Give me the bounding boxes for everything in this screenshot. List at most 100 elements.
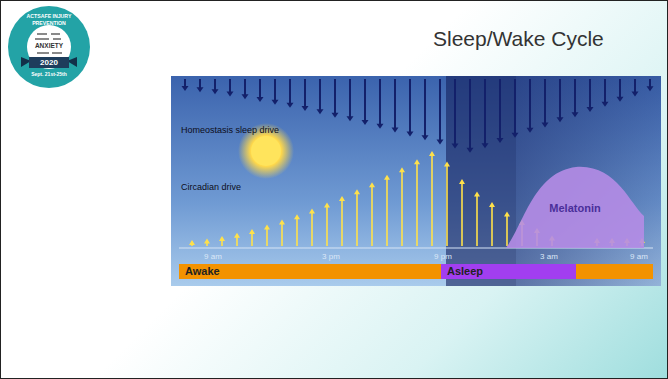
arrow-shaft: [574, 79, 576, 113]
arrow-head: [264, 224, 270, 229]
badge-center: [27, 25, 71, 69]
arrow-head: [572, 112, 579, 117]
sky-ground: [171, 76, 661, 286]
arrow-head: [602, 102, 609, 107]
asleep-bar: Asleep: [441, 264, 576, 279]
arrow-head: [279, 220, 285, 225]
arrow-shaft: [311, 213, 313, 246]
arrow-head: [617, 97, 624, 102]
arrow-shaft: [326, 206, 328, 246]
arrow-shaft: [274, 79, 276, 101]
arrow-head: [512, 133, 519, 138]
arrow-shaft: [199, 79, 201, 88]
arrow-shaft: [634, 79, 636, 93]
ribbon-tails: [21, 57, 77, 67]
arrow-shaft: [469, 79, 471, 149]
arrow-shaft: [341, 200, 343, 246]
arrow-head: [467, 148, 474, 153]
time-tick: 9 am: [204, 252, 222, 261]
sleep-drive-arrows: [182, 79, 654, 153]
dusk-band: [446, 76, 516, 286]
arrow-shaft: [446, 166, 448, 246]
arrow-head: [227, 92, 234, 97]
hormone-label: Melatonin: [516, 202, 634, 215]
melatonin-curve: [506, 167, 644, 248]
arrow-head: [302, 106, 309, 111]
arrow-head: [332, 113, 339, 118]
arrow-shaft: [296, 218, 298, 246]
arrow-shaft: [371, 186, 373, 246]
badge-ring: [8, 6, 90, 88]
arrow-shaft: [334, 79, 336, 114]
arrow-shaft: [229, 79, 231, 93]
arrow-shaft: [266, 228, 268, 246]
arrow-head: [647, 86, 654, 91]
arrow-head: [347, 116, 354, 121]
arrow-shaft: [529, 79, 531, 129]
arrow-shaft: [304, 79, 306, 107]
arrow-shaft: [589, 79, 591, 108]
arrow-head: [354, 189, 360, 194]
badge-arc-text: ACTSAFE INJURY PREVENTION: [24, 13, 74, 26]
arrow-shaft: [619, 79, 621, 98]
arrow-head: [377, 124, 384, 129]
arrow-head: [257, 97, 264, 102]
arrow-shaft: [544, 79, 546, 124]
slide-title: Sleep/Wake Cycle: [433, 27, 604, 51]
arrow-head: [497, 138, 504, 143]
arrow-shaft: [394, 79, 396, 128]
arrow-head: [182, 86, 189, 91]
arrow-head: [309, 209, 315, 214]
word-cloud-stroke: [53, 38, 61, 40]
arrow-head: [459, 179, 465, 184]
time-tick: 3 am: [540, 252, 558, 261]
awake-bar-end: [576, 264, 653, 279]
melatonin-hump: Melatonin: [506, 164, 644, 248]
arrow-head: [294, 214, 300, 219]
word-cloud-stroke: [52, 52, 62, 54]
arrow-shaft: [409, 79, 411, 132]
arrow-head: [504, 211, 510, 216]
arrow-shaft: [386, 179, 388, 246]
badge-year: 2020: [29, 58, 69, 68]
arrow-head: [587, 107, 594, 112]
arrow-head: [204, 239, 210, 244]
awake-bar: Awake: [179, 264, 441, 279]
arrow-shaft: [431, 155, 433, 246]
arrow-head: [632, 92, 639, 97]
arrow-head: [489, 202, 495, 207]
arrow-shaft: [604, 79, 606, 103]
arrow-head: [422, 135, 429, 140]
ribbon: [29, 57, 69, 68]
arrow-shaft: [214, 79, 216, 90]
word-cloud-stroke: [37, 33, 47, 35]
arrow-shaft: [484, 79, 486, 144]
arrow-shaft: [289, 79, 291, 104]
arrow-shaft: [319, 79, 321, 110]
arrow-head: [234, 233, 240, 238]
word-cloud-word: ANXIETY: [27, 42, 71, 50]
arrow-head: [362, 120, 369, 125]
time-tick: 3 pm: [322, 252, 340, 261]
arrow-head: [437, 139, 444, 144]
arrow-head: [414, 159, 420, 164]
arrow-head: [542, 123, 549, 128]
arrow-head: [474, 191, 480, 196]
arrow-head: [197, 87, 204, 92]
arrow-head: [317, 109, 324, 114]
arrow-shaft: [401, 171, 403, 246]
arrow-head: [407, 131, 414, 136]
arrow-shaft: [559, 79, 561, 118]
arrow-head: [324, 202, 330, 207]
state-label: Awake: [185, 265, 385, 278]
arrow-shaft: [454, 79, 456, 145]
arrow-shaft: [424, 79, 426, 136]
arrow-head: [482, 143, 489, 148]
word-cloud-stroke: [37, 52, 49, 54]
arrow-shaft: [506, 215, 508, 246]
drive-label: Homeostasis sleep drive: [181, 125, 279, 135]
arrow-head: [339, 196, 345, 201]
arrow-head: [384, 175, 390, 180]
arrow-shaft: [461, 183, 463, 246]
